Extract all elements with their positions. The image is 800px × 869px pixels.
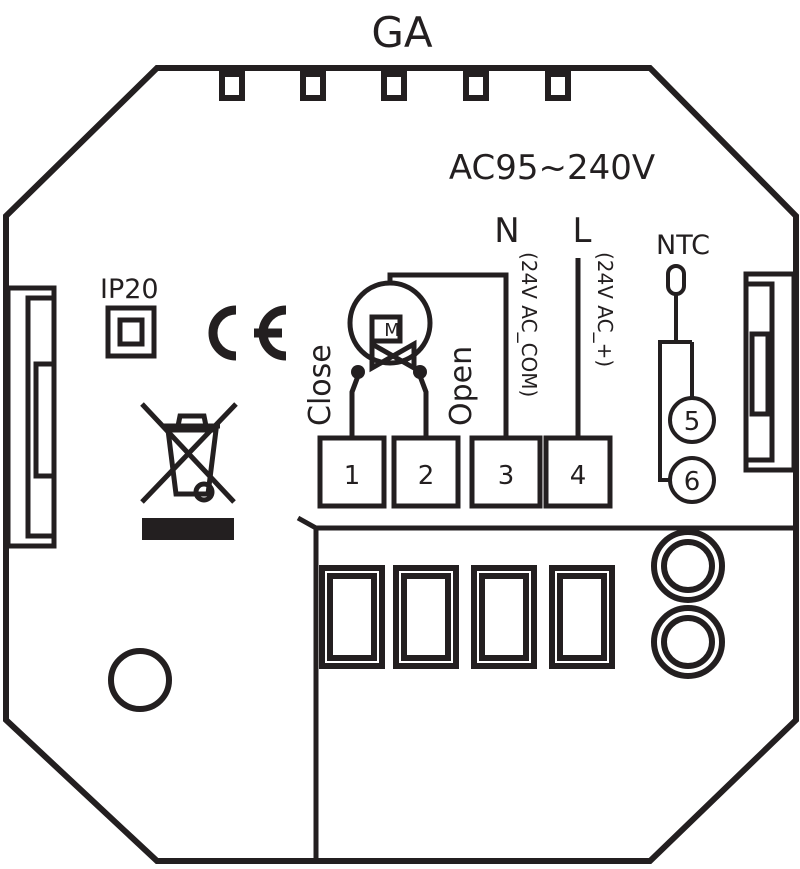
socket-2 bbox=[393, 565, 459, 669]
weee-bin-icon bbox=[140, 402, 238, 504]
weee-bar bbox=[142, 518, 234, 540]
voltage-label: AC95~240V bbox=[449, 148, 655, 188]
open-label: Open bbox=[444, 346, 479, 426]
neutral-label: N bbox=[494, 211, 519, 251]
terminal-block bbox=[317, 435, 613, 509]
valve-leg-terminals bbox=[351, 365, 427, 379]
terminal-4-label: 4 bbox=[570, 461, 587, 491]
ce-mark-icon bbox=[208, 305, 287, 361]
terminal-1-label: 1 bbox=[344, 461, 361, 491]
ntc-terminal-5-label: 5 bbox=[684, 407, 701, 437]
lower-partition bbox=[296, 515, 796, 860]
live-label: L bbox=[573, 211, 592, 251]
lower-sockets bbox=[319, 565, 615, 669]
left-side-clip bbox=[5, 285, 57, 549]
mounting-hole bbox=[108, 648, 172, 712]
terminal-3 bbox=[469, 435, 543, 509]
valve-motor-letter: M bbox=[384, 320, 400, 341]
terminal-2 bbox=[391, 435, 461, 509]
terminal-3-label: 3 bbox=[498, 461, 515, 491]
live-sub-label: (24V AC_+) bbox=[593, 252, 617, 367]
socket-1 bbox=[319, 565, 385, 669]
neutral-sub-label: (24V AC_COM) bbox=[517, 252, 541, 397]
right-side-clip bbox=[743, 271, 797, 473]
ntc-label: NTC bbox=[656, 230, 710, 261]
socket-3 bbox=[471, 565, 537, 669]
ip-rating-label: IP20 bbox=[100, 274, 159, 305]
ntc-terminal-6-label: 6 bbox=[684, 467, 701, 497]
wiring-lines bbox=[349, 258, 581, 436]
round-pins bbox=[651, 529, 725, 679]
top-mounting-tabs bbox=[219, 71, 571, 101]
model-label: GA bbox=[371, 8, 433, 57]
ntc-sensor-icon bbox=[658, 264, 716, 504]
terminal-1 bbox=[317, 435, 387, 509]
terminal-2-label: 2 bbox=[418, 461, 435, 491]
socket-4 bbox=[549, 565, 615, 669]
terminal-4 bbox=[543, 435, 613, 509]
ip-rating-icon bbox=[105, 305, 157, 359]
close-label: Close bbox=[303, 344, 338, 426]
